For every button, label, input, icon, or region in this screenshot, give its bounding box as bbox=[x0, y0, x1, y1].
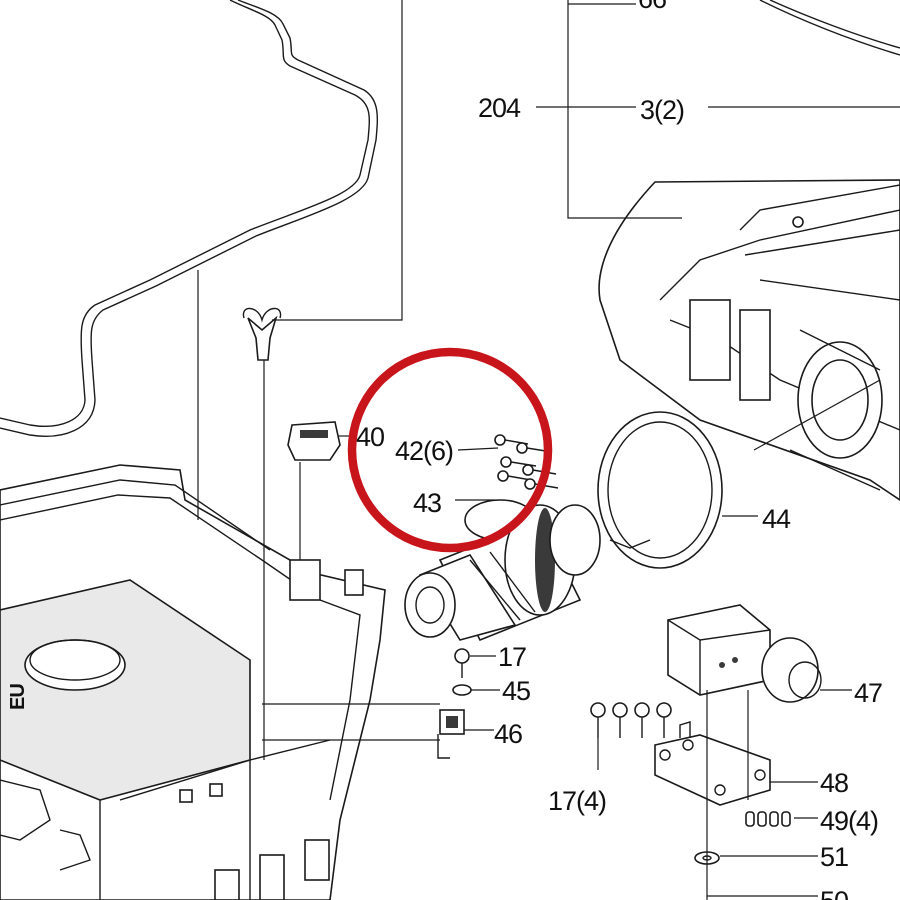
label-47: 47 bbox=[854, 678, 882, 708]
label-17-4: 17(4) bbox=[548, 786, 606, 816]
label-3-2: 3(2) bbox=[640, 95, 684, 125]
bracket-48 bbox=[654, 721, 771, 806]
main-tank: EU bbox=[0, 464, 386, 900]
label-45: 45 bbox=[502, 676, 530, 706]
pump-housing bbox=[598, 179, 900, 501]
ring-part-44 bbox=[597, 411, 723, 569]
motor-assembly-43 bbox=[404, 499, 601, 642]
leader-lines bbox=[197, 0, 900, 900]
label-17: 17 bbox=[498, 642, 526, 672]
label-46: 46 bbox=[494, 719, 522, 749]
part-labels: 66 204 3(2) 40 42(6) 43 44 17 45 46 47 1… bbox=[356, 0, 883, 900]
hose-cable bbox=[0, 0, 900, 437]
label-50: 50 bbox=[820, 886, 848, 900]
screws-49 bbox=[745, 811, 791, 827]
motor-47 bbox=[667, 604, 822, 703]
label-43: 43 bbox=[413, 488, 441, 518]
label-51: 51 bbox=[820, 842, 848, 872]
label-49-4: 49(4) bbox=[820, 806, 878, 836]
label-66: 66 bbox=[638, 0, 666, 14]
label-204: 204 bbox=[478, 93, 521, 123]
highlight-circle bbox=[347, 347, 553, 553]
label-44: 44 bbox=[762, 504, 791, 534]
small-parts bbox=[437, 648, 472, 759]
screws-42 bbox=[494, 434, 559, 490]
screws-17 bbox=[590, 702, 672, 738]
label-40: 40 bbox=[356, 422, 384, 452]
clip-part bbox=[242, 307, 282, 361]
label-42-6: 42(6) bbox=[395, 436, 453, 466]
tank-marking: EU bbox=[7, 684, 29, 710]
connector-40 bbox=[287, 421, 341, 461]
label-48: 48 bbox=[820, 768, 848, 798]
